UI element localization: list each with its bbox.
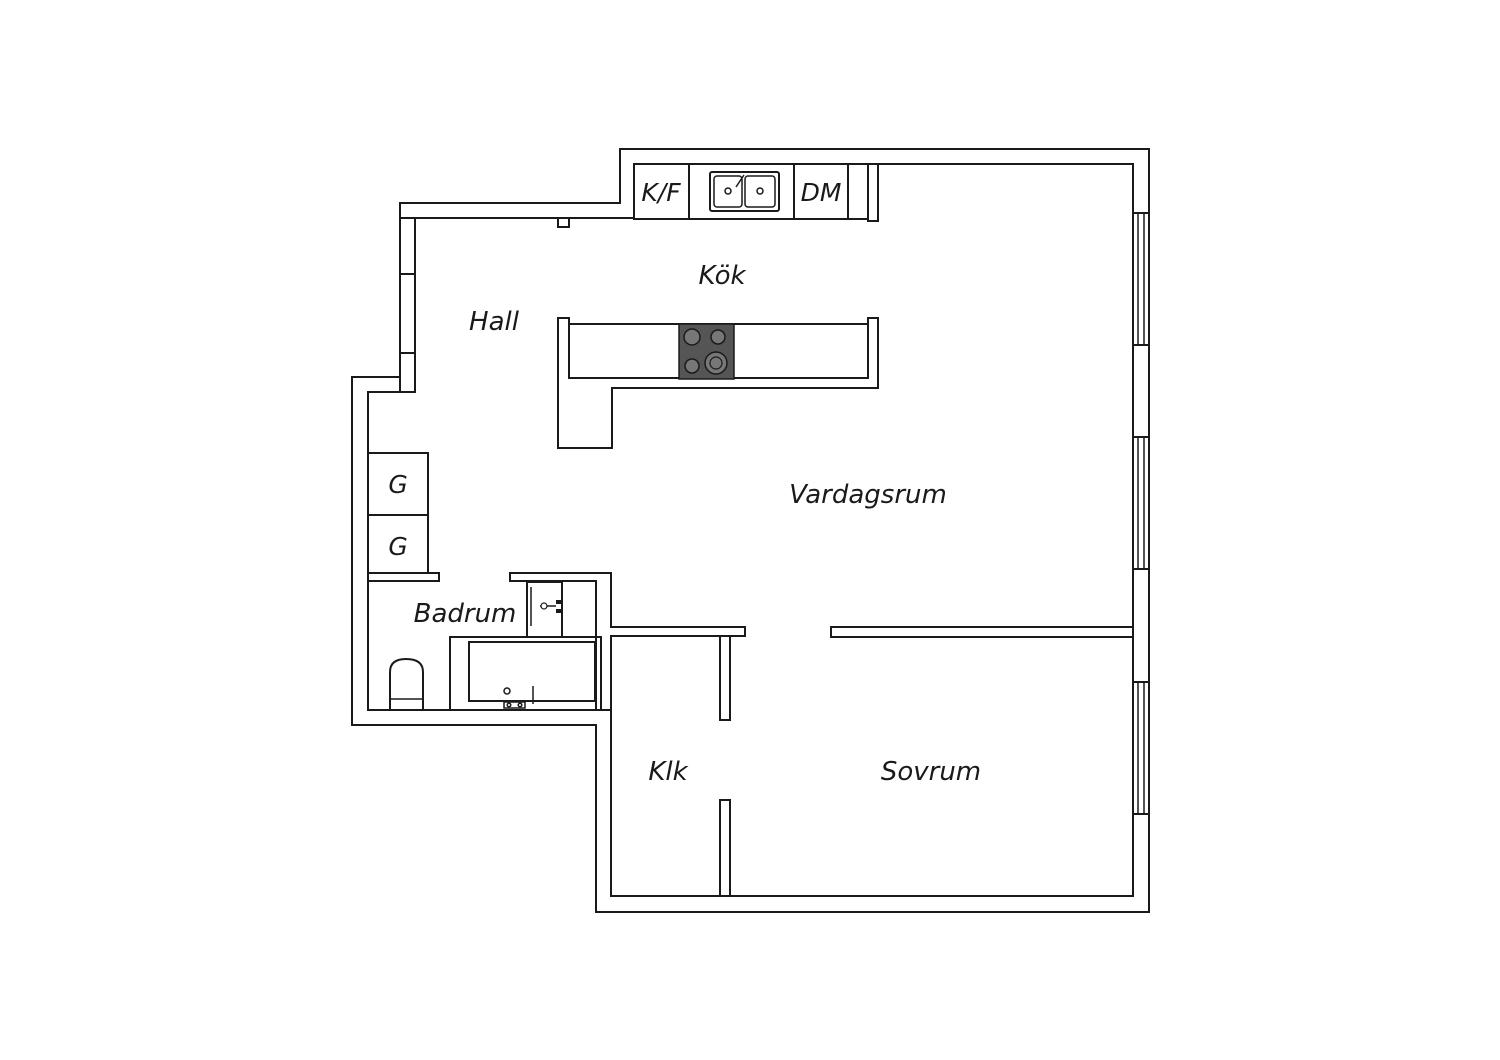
window-icon xyxy=(1132,681,1150,815)
windows xyxy=(1132,212,1150,815)
room-label-badrum: Badrum xyxy=(414,599,517,629)
room-label-hall: Hall xyxy=(469,307,520,337)
exterior-walls xyxy=(351,148,1150,913)
stove-icon xyxy=(678,323,735,380)
fridge-freezer-label: K/F xyxy=(641,178,681,207)
bathroom-walls xyxy=(367,572,746,711)
fixture-labels: K/F DM G G xyxy=(388,178,841,561)
washbasin-icon xyxy=(526,581,563,638)
interior-partitions xyxy=(719,626,1134,897)
wardrobe-label-2: G xyxy=(388,532,407,561)
room-labels: Kök Hall Vardagsrum Badrum Klk Sovrum xyxy=(414,261,982,787)
room-label-kok: Kök xyxy=(698,261,746,291)
window-icon xyxy=(1132,212,1150,346)
room-label-sovrum: Sovrum xyxy=(881,757,981,787)
toilet-icon xyxy=(389,657,424,711)
dishwasher-label: DM xyxy=(801,178,842,207)
wall-stubs xyxy=(399,163,879,393)
bathtub-icon xyxy=(449,636,602,711)
wardrobe-label-1: G xyxy=(388,470,407,499)
sink-icon xyxy=(709,171,780,212)
room-label-klk: Klk xyxy=(648,757,688,787)
kitchen-counter xyxy=(633,163,869,220)
window-icon xyxy=(1132,436,1150,570)
room-label-vardagsrum: Vardagsrum xyxy=(789,480,947,510)
